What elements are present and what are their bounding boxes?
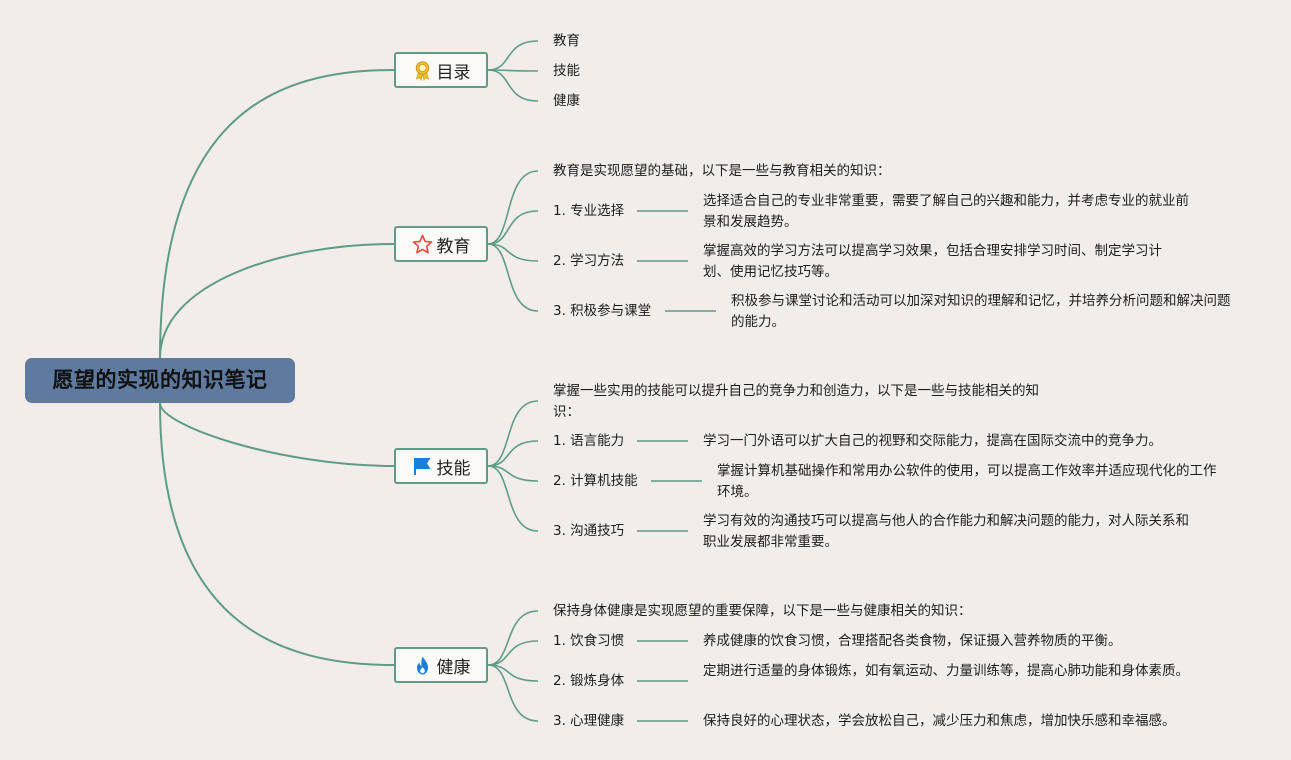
topic-skills[interactable]: 技能 bbox=[394, 448, 488, 484]
health-item-name[interactable]: 3. 心理健康 bbox=[553, 713, 625, 729]
skills-item-desc[interactable]: 学习有效的沟通技巧可以提高与他人的合作能力和解决问题的能力，对人际关系和职业发展… bbox=[703, 513, 1189, 550]
fire-icon bbox=[412, 655, 433, 676]
topic-label: 教育 bbox=[436, 236, 471, 257]
connector-line bbox=[487, 610, 539, 666]
connector-line bbox=[487, 210, 539, 245]
connector-line bbox=[487, 465, 539, 482]
education-item-desc[interactable]: 掌握高效的学习方法可以提高学习效果，包括合理安排学习时间、制定学习计划、使用记忆… bbox=[703, 243, 1162, 280]
education-item-name[interactable]: 3. 积极参与课堂 bbox=[553, 303, 652, 319]
connector-line bbox=[159, 69, 395, 359]
catalog-item-skills[interactable]: 技能 bbox=[553, 63, 580, 79]
health-item-desc[interactable]: 养成健康的饮食习惯，合理搭配各类食物，保证摄入营养物质的平衡。 bbox=[703, 633, 1122, 649]
star-icon bbox=[412, 234, 433, 255]
connector-line bbox=[487, 640, 539, 666]
connector-line bbox=[159, 402, 395, 666]
topic-label: 目录 bbox=[436, 62, 471, 83]
topic-label: 技能 bbox=[436, 458, 471, 479]
topic-label: 健康 bbox=[436, 657, 471, 678]
catalog-item-education[interactable]: 教育 bbox=[553, 33, 580, 49]
education-item-name[interactable]: 2. 学习方法 bbox=[553, 253, 625, 269]
connector-line bbox=[487, 40, 539, 71]
skills-item-desc[interactable]: 掌握计算机基础操作和常用办公软件的使用，可以提高工作效率并适应现代化的工作环境。 bbox=[717, 463, 1217, 500]
connector-line bbox=[487, 69, 539, 102]
health-item-desc[interactable]: 保持良好的心理状态，学会放松自己，减少压力和焦虑，增加快乐感和幸福感。 bbox=[703, 713, 1176, 729]
health-item-desc[interactable]: 定期进行适量的身体锻炼，如有氧运动、力量训练等，提高心肺功能和身体素质。 bbox=[703, 663, 1189, 679]
health-intro[interactable]: 保持身体健康是实现愿望的重要保障，以下是一些与健康相关的知识： bbox=[553, 603, 972, 619]
skills-item-desc[interactable]: 学习一门外语可以扩大自己的视野和交际能力，提高在国际交流中的竞争力。 bbox=[703, 433, 1162, 449]
health-item-name[interactable]: 1. 饮食习惯 bbox=[553, 633, 625, 649]
skills-intro[interactable]: 掌握一些实用的技能可以提升自己的竞争力和创造力，以下是一些与技能相关的知识： bbox=[553, 383, 1039, 420]
skills-item-name[interactable]: 3. 沟通技巧 bbox=[553, 523, 625, 539]
topic-education[interactable]: 教育 bbox=[394, 226, 488, 262]
connector-line bbox=[487, 170, 539, 245]
connector-line bbox=[487, 243, 539, 312]
award-ribbon-icon bbox=[412, 60, 433, 81]
skills-item-name[interactable]: 1. 语言能力 bbox=[553, 433, 625, 449]
topic-health[interactable]: 健康 bbox=[394, 647, 488, 683]
education-intro[interactable]: 教育是实现愿望的基础，以下是一些与教育相关的知识： bbox=[553, 163, 891, 179]
connector-line bbox=[487, 465, 539, 532]
topic-catalog[interactable]: 目录 bbox=[394, 52, 488, 88]
education-item-desc[interactable]: 积极参与课堂讨论和活动可以加深对知识的理解和记忆，并培养分析问题和解决问题的能力… bbox=[731, 293, 1231, 330]
connector-line bbox=[487, 400, 539, 467]
flag-icon bbox=[412, 456, 433, 477]
skills-item-name[interactable]: 2. 计算机技能 bbox=[553, 473, 638, 489]
connector-line bbox=[487, 664, 539, 722]
education-item-desc[interactable]: 选择适合自己的专业非常重要，需要了解自己的兴趣和能力，并考虑专业的就业前景和发展… bbox=[703, 193, 1189, 230]
root-topic[interactable]: 愿望的实现的知识笔记 bbox=[25, 358, 295, 403]
connector-line bbox=[487, 243, 539, 262]
catalog-item-health[interactable]: 健康 bbox=[553, 93, 580, 109]
connector-line bbox=[159, 243, 395, 359]
connector-line bbox=[487, 440, 539, 467]
education-item-name[interactable]: 1. 专业选择 bbox=[553, 203, 625, 219]
health-item-name[interactable]: 2. 锻炼身体 bbox=[553, 673, 625, 689]
connector-line bbox=[159, 402, 395, 467]
